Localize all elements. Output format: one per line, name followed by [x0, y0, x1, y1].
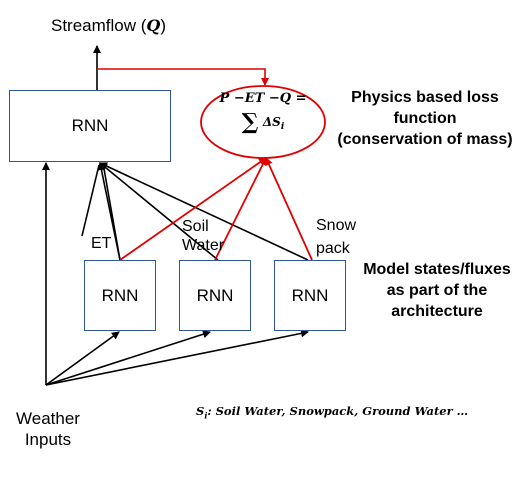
- arrow-rnn3-to-loss: [265, 157, 313, 261]
- model-states-label: Model states/fluxes as part of the archi…: [363, 261, 511, 320]
- sum-symbol: ∑: [241, 109, 259, 135]
- arrow-inputs-to-rnn3: [45, 329, 309, 386]
- arrow-rnn1-to-main-b: [102, 162, 121, 261]
- physics-loss-label: Physics based loss function (conservatio…: [337, 89, 513, 148]
- main-rnn-label: RNN: [71, 116, 109, 135]
- rnn-box-snowpack: RNN: [274, 260, 346, 331]
- weather-inputs-label: Weather Inputs: [16, 409, 80, 449]
- rnn-box-et: RNN: [84, 260, 156, 331]
- arrow-rnn3-to-main: [99, 162, 309, 261]
- soil-water-label: Soil Water: [182, 218, 225, 254]
- state-variables-legend: Si: Soil Water, Snowpack, Ground Water …: [196, 404, 469, 421]
- arrow-inputs-to-rnn2: [45, 330, 211, 386]
- arrow-rnn2-to-main: [99, 162, 219, 261]
- arrow-inputs-to-rnn1: [45, 331, 120, 386]
- rnn-box-soil-water: RNN: [179, 260, 251, 331]
- main-rnn-box: RNN: [9, 90, 171, 162]
- arrow-et-to-main: [81, 164, 100, 237]
- arrow-rnn1-to-loss: [119, 157, 267, 261]
- loss-equation: P −ET −Q = ∑ ΔSi: [219, 91, 307, 135]
- arrow-rnn2-to-loss: [214, 157, 267, 261]
- loss-ellipse: [200, 85, 326, 159]
- snowpack-label: Snow pack: [316, 217, 357, 257]
- et-label: ET: [91, 235, 112, 252]
- arrow-streamflow-to-loss: [97, 68, 269, 86]
- streamflow-label: Streamflow (Q): [51, 16, 167, 35]
